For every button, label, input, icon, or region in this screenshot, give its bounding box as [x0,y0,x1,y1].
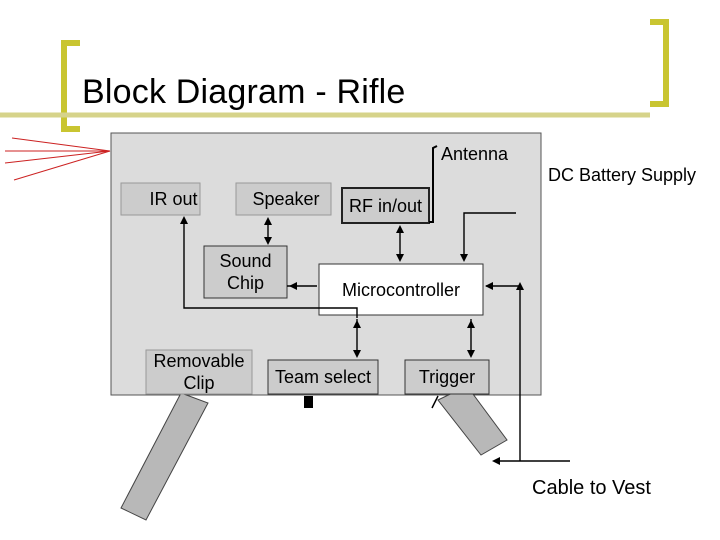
left-title-bracket [61,40,80,132]
arrowhead [180,216,188,224]
team-select-block: Team select [268,360,378,394]
arrowhead [353,320,361,328]
speaker-block: Speaker [236,183,336,215]
arrowhead [396,225,404,233]
team-select-switch [304,396,313,408]
removable-clip-label-line2: Clip [183,373,215,393]
antenna-label: Antenna [441,144,509,164]
microcontroller-label: Microcontroller [341,279,461,300]
arrowhead [467,350,475,358]
microcontroller-block: Microcontroller [319,264,483,315]
team-select-box [267,359,379,395]
microcontroller-box [318,263,484,316]
speaker-box [235,182,332,216]
antenna-line [429,145,438,223]
page-title: Block Diagram - Rifle [82,73,406,111]
rf-in-out-block: RF in/out [342,188,429,223]
removable-clip-box [145,349,253,395]
clip-grip [120,392,209,521]
arrowhead [353,350,361,358]
dc-battery-supply-label: DC Battery Supply [548,165,697,185]
rf-in-out-box [341,187,430,224]
team-select-label: Team select [274,367,372,387]
arrowhead [460,254,468,262]
trigger-grip [437,385,508,456]
arrowhead [516,282,524,290]
trigger-box [404,359,490,395]
arrowheads [180,216,524,465]
arrowhead [264,237,272,245]
arrowhead [396,254,404,262]
ir-out-block: IR out [121,183,226,215]
sound-chip-box [203,245,288,299]
sound-chip-label-line1: Sound [219,251,272,271]
removable-clip-label-line1: Removable [153,351,245,371]
arrowhead [264,217,272,225]
sound-chip-label-line2: Chip [226,273,265,293]
trigger-lever [431,395,439,409]
arrowhead [492,457,500,465]
ir-beam-lines [4,137,111,181]
ir-out-label: IR out [149,189,198,209]
ir-out-box [120,182,201,216]
trigger-block: Trigger [405,360,489,394]
sound-chip-block: Sound Chip [204,246,287,298]
rf-in-out-label: RF in/out [348,195,423,216]
cable-to-vest-label: Cable to Vest [532,477,651,499]
arrowhead [467,320,475,328]
trigger-label: Trigger [418,367,476,387]
speaker-label: Speaker [252,189,320,209]
removable-clip-block: Removable Clip [146,350,252,394]
arrowhead [485,282,493,290]
arrowhead [289,282,297,290]
right-title-bracket [650,19,669,107]
